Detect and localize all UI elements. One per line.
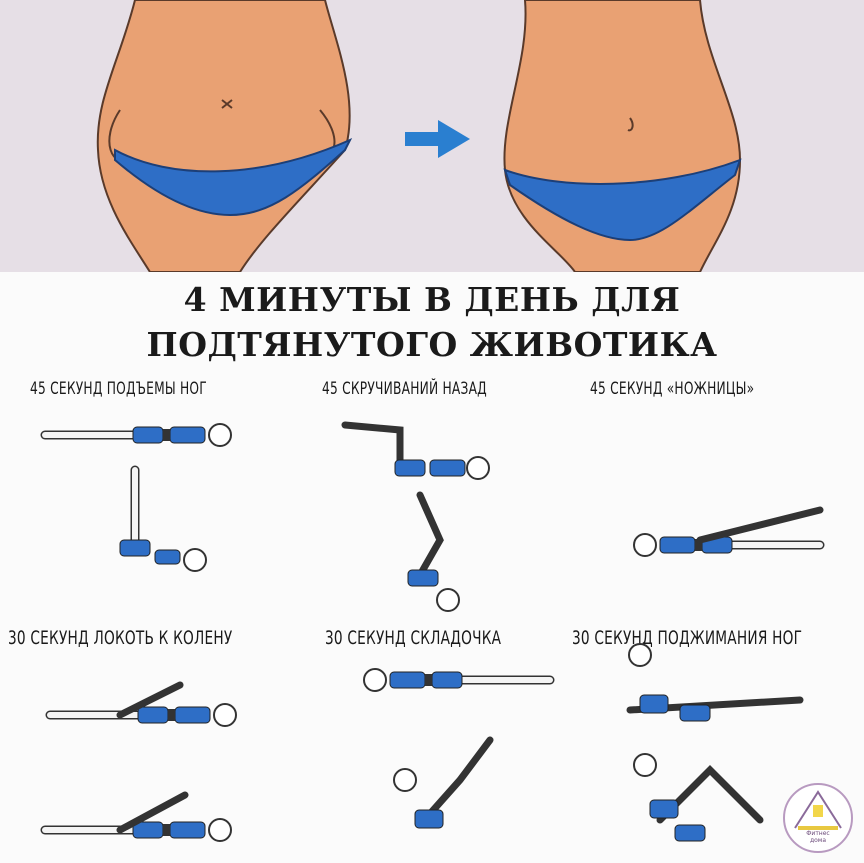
exercise-label-reverse-crunches: 45 СКРУЧИВАНИЙ НАЗАД bbox=[322, 379, 487, 399]
figure-elbow-to-knee-1 bbox=[50, 681, 236, 726]
before-after-illustration bbox=[96, 0, 742, 273]
exercise-label-elbow-to-knee: 30 СЕКУНД ЛОКОТЬ К КОЛЕНУ bbox=[8, 627, 233, 649]
page-title-line-2: ПОДТЯНУТОГО ЖИВОТИКА bbox=[146, 325, 718, 364]
figure-jackknife-end bbox=[393, 736, 494, 829]
figure-reverse-crunch-start bbox=[341, 421, 490, 480]
exercise-label-jackknife: 30 СЕКУНД СКЛАДОЧКА bbox=[325, 627, 502, 649]
logo bbox=[783, 783, 853, 853]
figure-leg-tucks-end bbox=[633, 753, 764, 842]
figure-elbow-to-knee-2 bbox=[45, 791, 231, 841]
figure-leg-tucks-start bbox=[626, 643, 804, 722]
figure-leg-raises-start bbox=[45, 424, 231, 446]
before-torso bbox=[96, 0, 353, 273]
before-after-panel bbox=[0, 0, 864, 273]
page-title-line-1: 4 МИНУТЫ В ДЕНЬ ДЛЯ bbox=[183, 280, 681, 319]
exercise-label-scissors: 45 СЕКУНД «НОЖНИЦЫ» bbox=[590, 379, 755, 399]
logo-text: Фитнес дома bbox=[806, 830, 830, 844]
figure-jackknife-start bbox=[364, 669, 550, 691]
figure-reverse-crunch-end bbox=[407, 491, 460, 612]
exercise-figures bbox=[0, 400, 853, 853]
exercise-label-leg-tucks: 30 СЕКУНД ПОДЖИМАНИЯ НОГ bbox=[572, 627, 803, 649]
exercise-label-leg-raises: 45 СЕКУНД ПОДЪЕМЫ НОГ bbox=[30, 379, 207, 399]
figure-scissors-2 bbox=[634, 506, 820, 556]
figure-leg-raises-end bbox=[119, 465, 207, 572]
after-torso bbox=[503, 0, 742, 273]
arrow-icon bbox=[405, 120, 470, 158]
